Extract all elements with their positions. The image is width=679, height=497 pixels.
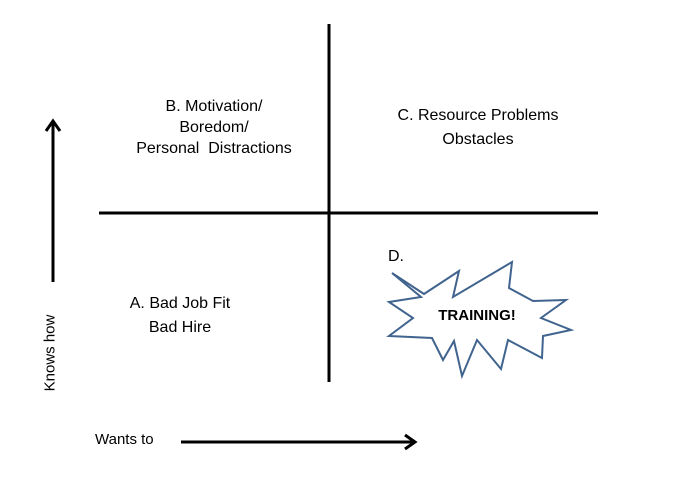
quadrant-b-line-2: Boredom/ — [179, 119, 249, 136]
x-axis-label: Wants to — [95, 431, 154, 448]
quadrant-d-label: D. — [388, 248, 404, 265]
quadrant-c-line-1: C. Resource Problems — [397, 107, 559, 124]
quadrant-c-label: C. Resource Problems Obstacles — [368, 104, 588, 152]
quadrant-b-line-3: Personal Distractions — [136, 140, 292, 157]
starburst-icon — [386, 260, 575, 380]
quadrant-b-label: B. Motivation/ Boredom/ Personal Distrac… — [104, 96, 324, 159]
arrow-up-icon — [44, 118, 62, 282]
quadrant-a-line-2: Bad Hire — [148, 319, 212, 336]
y-axis-label: Knows how — [41, 314, 59, 392]
quadrant-a-label: A. Bad Job Fit Bad Hire — [110, 292, 250, 340]
quadrant-b-line-1: B. Motivation/ — [165, 98, 263, 115]
quadrant-c-line-2: Obstacles — [442, 131, 514, 148]
arrow-right-icon — [181, 433, 418, 451]
quadrant-a-line-1: A. Bad Job Fit — [129, 295, 231, 312]
training-callout-text: TRAINING! — [438, 307, 516, 324]
